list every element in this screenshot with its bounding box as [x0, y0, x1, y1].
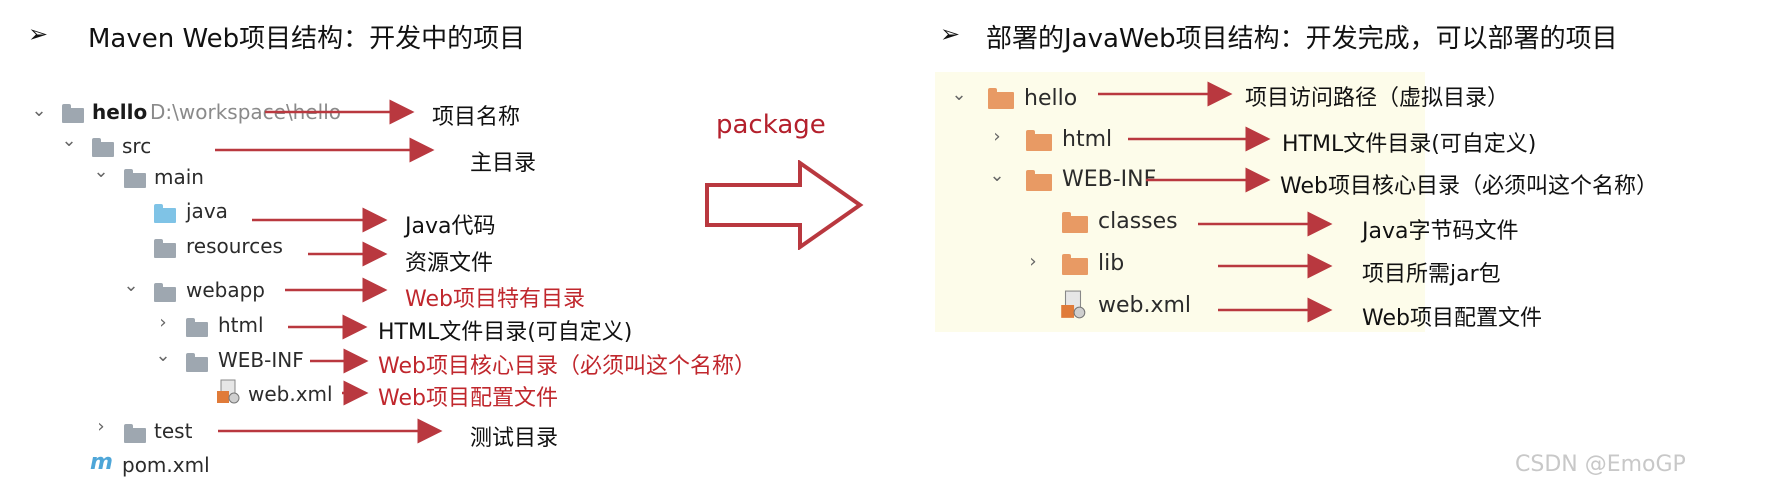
chevron-down-icon: ⌄: [31, 100, 47, 121]
xml-file-icon: [1061, 290, 1086, 319]
folder-icon: [186, 318, 208, 337]
source-folder-icon: [154, 204, 176, 223]
chevron-down-icon: ⌄: [61, 130, 77, 151]
label-html-dir-deploy: HTML文件目录(可自定义): [1282, 132, 1537, 157]
package-arrow-icon: [705, 160, 864, 250]
tree-item-pom[interactable]: pom.xml: [122, 453, 210, 477]
label-access-path: 项目访问路径（虚拟目录）: [1245, 86, 1510, 111]
watermark: CSDN @EmoGP: [1515, 452, 1686, 477]
folder-icon: [186, 353, 208, 372]
maven-icon: m: [90, 450, 113, 475]
tree-item-web-inf[interactable]: WEB-INF: [218, 348, 304, 372]
folder-icon: [988, 88, 1014, 109]
tree-item-hello-deploy[interactable]: hello: [1024, 86, 1078, 111]
tree-item-html-deploy[interactable]: html: [1062, 127, 1113, 152]
folder-icon: [124, 169, 146, 188]
label-jar: 项目所需jar包: [1362, 262, 1501, 287]
folder-icon: [1026, 130, 1052, 151]
label-web-inf: Web项目核心目录（必须叫这个名称）: [378, 354, 756, 379]
deploy-structure-panel: [935, 72, 1425, 332]
label-web-xml-deploy: Web项目配置文件: [1362, 306, 1542, 331]
label-java-code: Java代码: [405, 214, 496, 239]
tree-item-java[interactable]: java: [186, 199, 228, 223]
chevron-right-icon: ›: [97, 416, 105, 437]
chevron-down-icon: ⌄: [93, 161, 109, 182]
tree-item-webapp[interactable]: webapp: [186, 278, 266, 302]
left-heading: Maven Web项目结构：开发中的项目: [88, 24, 526, 54]
folder-icon: [1062, 254, 1088, 275]
chevron-down-icon: ⌄: [155, 345, 171, 366]
bullet-arrow-right: ➢: [940, 20, 961, 48]
label-project-name: 项目名称: [432, 105, 521, 130]
chevron-down-icon: ⌄: [123, 275, 139, 296]
tree-item-src[interactable]: src: [122, 134, 152, 158]
package-label: package: [716, 110, 826, 140]
chevron-down-icon: ⌄: [951, 84, 967, 105]
label-html-dir: HTML文件目录(可自定义): [378, 320, 633, 345]
folder-icon: [1062, 212, 1088, 233]
label-webapp: Web项目特有目录: [405, 287, 585, 312]
bullet-arrow-left: ➢: [28, 20, 49, 48]
tree-item-test[interactable]: test: [154, 419, 193, 443]
right-heading: 部署的JavaWeb项目结构：开发完成，可以部署的项目: [986, 24, 1618, 54]
tree-item-web-xml[interactable]: web.xml: [248, 382, 333, 406]
label-web-xml: Web项目配置文件: [378, 386, 558, 411]
label-test-dir: 测试目录: [470, 426, 559, 451]
label-main-dir: 主目录: [470, 151, 537, 176]
right-annotation-arrows: [1098, 81, 1333, 323]
xml-file-icon: [217, 379, 240, 404]
tree-item-hello[interactable]: hello: [92, 100, 148, 124]
resources-folder-icon: [154, 239, 176, 258]
chevron-down-icon: ⌄: [989, 165, 1005, 186]
tree-item-main[interactable]: main: [154, 165, 204, 189]
folder-icon: [124, 424, 146, 443]
tree-item-resources[interactable]: resources: [186, 234, 283, 258]
tree-item-web-xml-deploy[interactable]: web.xml: [1098, 293, 1192, 318]
tree-item-web-inf-deploy[interactable]: WEB-INF: [1062, 167, 1157, 192]
web-folder-icon: [154, 283, 176, 302]
chevron-right-icon: ›: [159, 312, 167, 333]
tree-item-lib[interactable]: lib: [1098, 251, 1125, 276]
label-bytecode: Java字节码文件: [1362, 219, 1519, 244]
chevron-right-icon: ›: [993, 126, 1001, 147]
label-resources: 资源文件: [405, 251, 494, 276]
folder-icon: [1026, 170, 1052, 191]
left-annotation-arrows: [215, 99, 443, 444]
project-folder-icon: [62, 104, 84, 123]
label-web-inf-deploy: Web项目核心目录（必须叫这个名称）: [1280, 174, 1658, 199]
folder-icon: [92, 138, 114, 157]
chevron-right-icon: ›: [1029, 251, 1037, 272]
tree-item-classes[interactable]: classes: [1098, 209, 1178, 234]
tree-item-html[interactable]: html: [218, 313, 264, 337]
